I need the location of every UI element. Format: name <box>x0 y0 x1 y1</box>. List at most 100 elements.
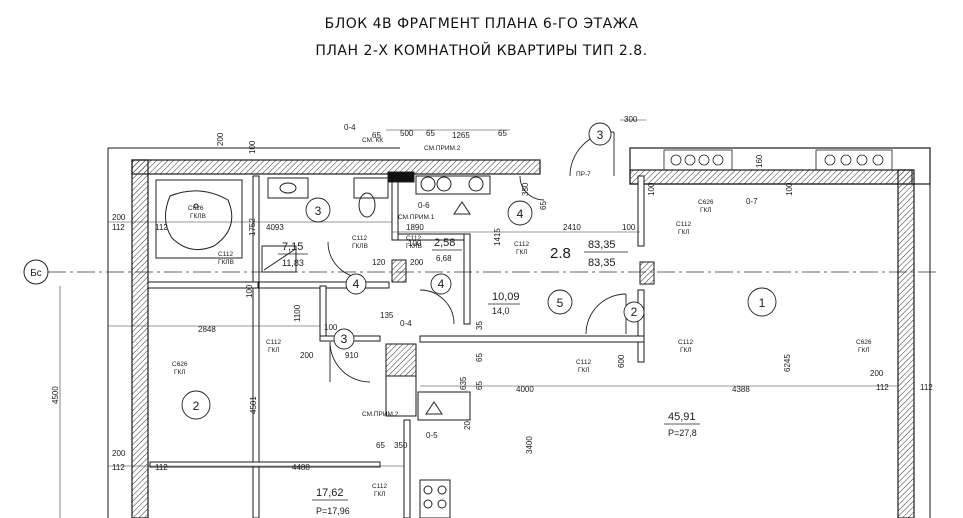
label-gkl-g: ГКЛ <box>268 347 280 354</box>
dim-2410: 2410 <box>563 223 581 232</box>
label-c626d: С626 <box>172 361 188 368</box>
apartment-area-bottom: 83,35 <box>588 257 616 269</box>
dim-1415: 1415 <box>493 228 502 246</box>
material-labels: СМ. КК СМ.ПРИМ.2 СМ.ПРИМ.1 СМ.ПРИМ.2 ПР-… <box>172 137 872 498</box>
label-c112c: С112 <box>406 235 421 242</box>
dim-3400: 3400 <box>525 436 534 454</box>
area-bath: 7,15 <box>282 241 303 253</box>
dim-65b: 65 <box>426 129 435 138</box>
dim-04: 0-4 <box>344 123 356 132</box>
room-number-3c: 3 <box>341 332 348 346</box>
label-gkl-a: ГКЛ <box>516 249 528 256</box>
dim-4093: 4093 <box>266 223 284 232</box>
room-number-1: 1 <box>759 296 766 310</box>
dim-1890: 1890 <box>406 223 424 232</box>
plan-title-line-2: ПЛАН 2-Х КОМНАТНОЙ КВАРТИРЫ ТИП 2.8. <box>315 43 648 59</box>
room-numbers: 3 3 4 4 4 5 2 1 3 2 <box>193 128 766 413</box>
dim-112d: 112 <box>920 383 933 392</box>
area-room2-hw: P=17,96 <box>316 506 350 516</box>
dim-200e: 200 <box>870 369 884 378</box>
exterior-walls <box>107 147 931 518</box>
dim-65a: 65 <box>372 131 381 140</box>
dim-1752: 1752 <box>248 218 257 236</box>
bathroom-fixtures <box>261 171 491 518</box>
label-c112e: С112 <box>676 221 691 228</box>
dim-1265: 1265 <box>452 131 470 140</box>
dim-910: 910 <box>345 351 359 360</box>
label-gkl-f: ГКЛ <box>578 367 590 374</box>
label-pr7: ПР-7 <box>576 171 591 178</box>
dim-4000: 4000 <box>516 385 534 394</box>
dim-112f: 112 <box>155 463 168 472</box>
area-hall: 10,09 <box>492 291 520 303</box>
bathtub <box>155 179 243 259</box>
label-c112a: С112 <box>218 251 233 258</box>
dim-350b: 350 <box>394 441 408 450</box>
balcony-radiators <box>663 149 893 171</box>
dim-200d: 200 <box>300 351 314 360</box>
room-number-5: 5 <box>557 296 564 310</box>
dim-112c: 112 <box>876 383 889 392</box>
label-sm-prim1: СМ.ПРИМ.1 <box>398 214 435 221</box>
label-gklv-c: ГКЛВ <box>352 243 368 250</box>
label-gkl-h: ГКЛ <box>174 369 186 376</box>
dim-100b: 100 <box>622 223 636 232</box>
dim-1100: 1100 <box>293 304 302 322</box>
label-c112d: С112 <box>514 241 529 248</box>
dim-120: 120 <box>372 258 386 267</box>
label-sm-prim2a: СМ.ПРИМ.2 <box>424 145 461 152</box>
dim-4501: 4501 <box>249 396 258 414</box>
dim-07: 0-7 <box>746 197 758 206</box>
room-markers <box>181 122 777 420</box>
dim-300: 300 <box>624 115 638 124</box>
room-number-4c: 4 <box>438 277 445 291</box>
room-number-4b: 4 <box>353 277 360 291</box>
apartment-area-top: 83,35 <box>588 239 616 251</box>
label-sm-prim2b: СМ.ПРИМ.2 <box>362 411 399 418</box>
dimension-lines <box>59 119 898 518</box>
dim-65c: 65 <box>498 129 507 138</box>
dim-500: 500 <box>400 129 414 138</box>
area-hall-hw: 14,0 <box>492 306 510 316</box>
dim-65f: 65 <box>475 381 484 390</box>
room-number-4a: 4 <box>517 207 524 221</box>
dim-112a: 112 <box>112 223 125 232</box>
plan-title-line-1: БЛОК 4В ФРАГМЕНТ ПЛАНА 6-ГО ЭТАЖА <box>324 16 639 32</box>
dim-05: 0-5 <box>426 431 438 440</box>
dim-65e: 65 <box>475 353 484 362</box>
label-c626c: С626 <box>856 339 872 346</box>
area-room1-hw: P=27,8 <box>668 428 697 438</box>
axis-line: Бс <box>23 259 940 285</box>
area-wc: 2,58 <box>434 237 455 249</box>
label-gkl-b: ГКЛ <box>700 207 712 214</box>
dim-112e: 112 <box>112 463 125 472</box>
dim-65g: 65 <box>376 441 385 450</box>
label-gkl-c: ГКЛ <box>678 229 690 236</box>
room-areas: 7,15 11,83 2,58 6,68 10,09 14,0 45,91 P=… <box>278 237 700 516</box>
dim-4388: 4388 <box>732 385 750 394</box>
dim-600: 600 <box>617 354 626 368</box>
area-wc-hw: 6,68 <box>436 254 452 263</box>
label-sm-kk: СМ. КК <box>362 137 383 144</box>
label-gkl-e: ГКЛ <box>858 347 870 354</box>
dim-135: 135 <box>380 311 394 320</box>
dim-100f: 100 <box>785 182 794 196</box>
label-c112g: С112 <box>576 359 591 366</box>
dim-6245: 6245 <box>783 354 792 372</box>
label-gkl-d: ГКЛ <box>680 347 692 354</box>
room-number-2b: 2 <box>631 305 638 319</box>
dim-2848: 2848 <box>198 325 216 334</box>
dim-65d: 65 <box>539 201 548 210</box>
dim-200f: 200 <box>112 449 126 458</box>
apartment-summary: 2.8 83,35 83,35 <box>550 239 628 269</box>
label-c112i: С112 <box>372 483 387 490</box>
label-c626b: С626 <box>698 199 714 206</box>
room-number-2: 2 <box>193 399 200 413</box>
dim-200a: 200 <box>216 132 225 146</box>
interior-partitions <box>147 175 655 518</box>
dim-200c: 200 <box>410 258 424 267</box>
dim-635: 635 <box>459 376 468 390</box>
dim-04b: 0-4 <box>400 319 412 328</box>
label-c626a: С626 <box>188 205 204 212</box>
